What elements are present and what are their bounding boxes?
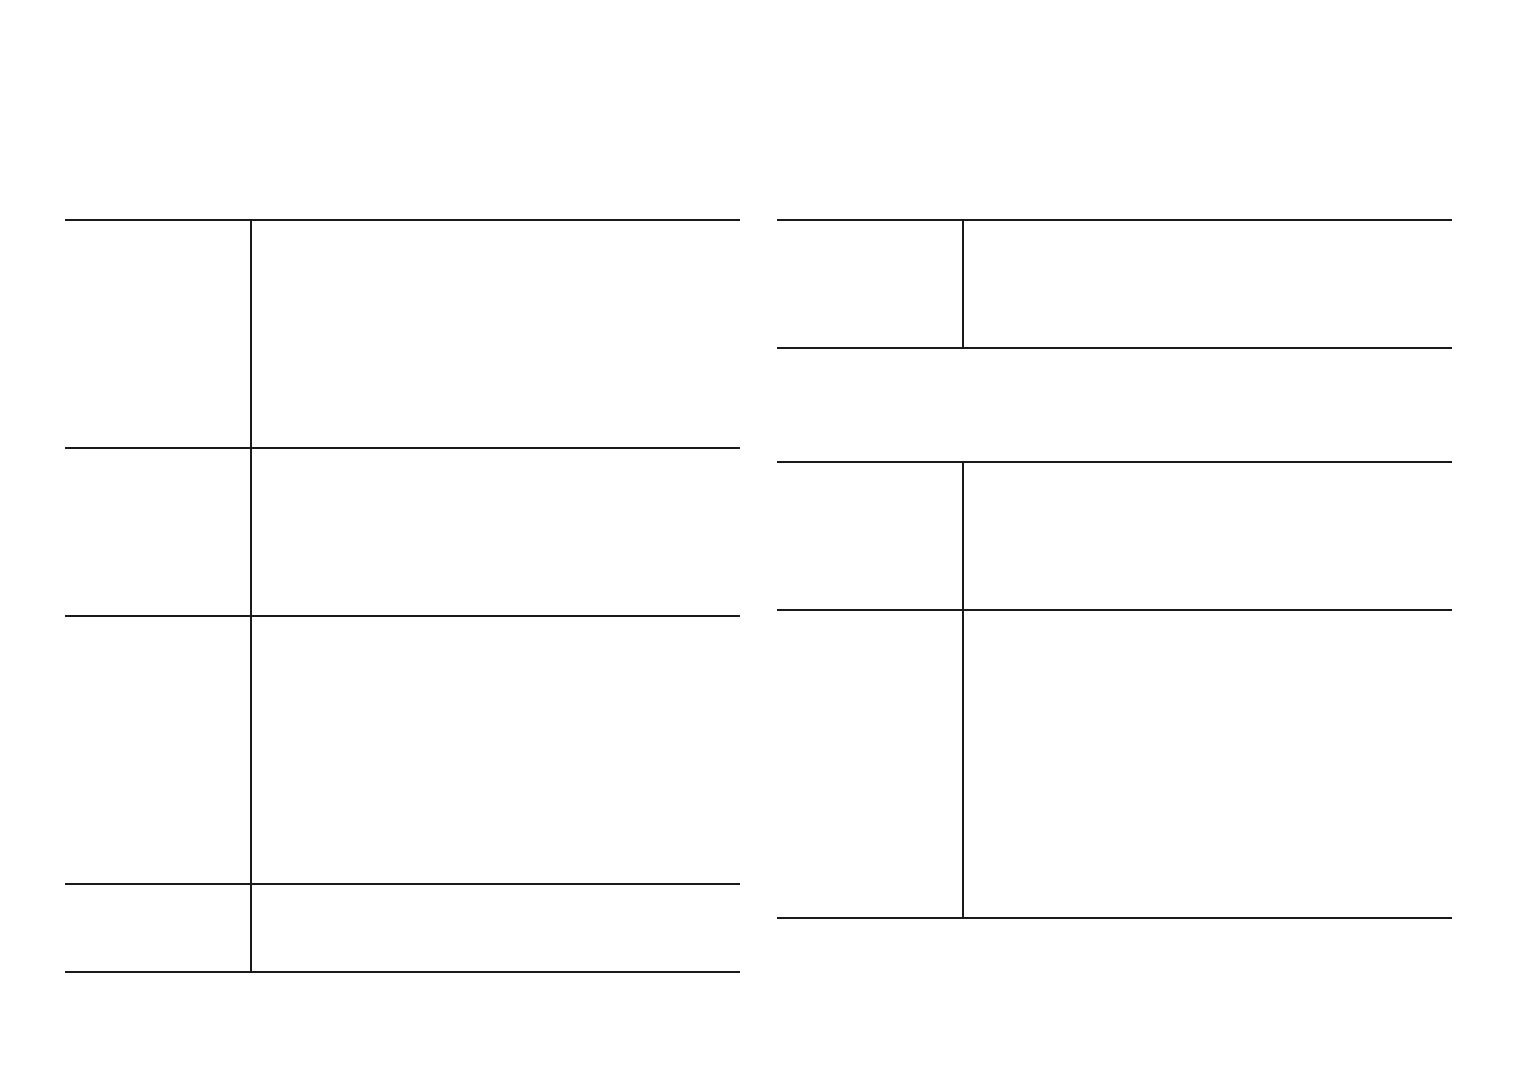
- right-top-form-table: [777, 219, 1452, 349]
- row-value-cell: [251, 447, 740, 617]
- table-row: [65, 883, 740, 973]
- table-row: [777, 609, 1452, 919]
- table-row: [777, 461, 1452, 611]
- row-value-cell: [251, 883, 740, 973]
- row-value-cell: [251, 615, 740, 885]
- table-row: [65, 615, 740, 885]
- row-label-cell: [65, 615, 252, 885]
- row-value-cell: [251, 219, 740, 449]
- row-value-cell: [963, 461, 1452, 611]
- row-label-cell: [65, 883, 252, 973]
- row-label-cell: [777, 461, 964, 611]
- right-bottom-form-table: [777, 461, 1452, 919]
- row-label-cell: [777, 219, 964, 349]
- row-label-cell: [65, 447, 252, 617]
- table-row: [65, 219, 740, 449]
- row-label-cell: [65, 219, 252, 449]
- row-value-cell: [963, 219, 1452, 349]
- table-row: [65, 447, 740, 617]
- row-label-cell: [777, 609, 964, 919]
- row-value-cell: [963, 609, 1452, 919]
- left-form-table: [65, 219, 740, 973]
- table-row: [777, 219, 1452, 349]
